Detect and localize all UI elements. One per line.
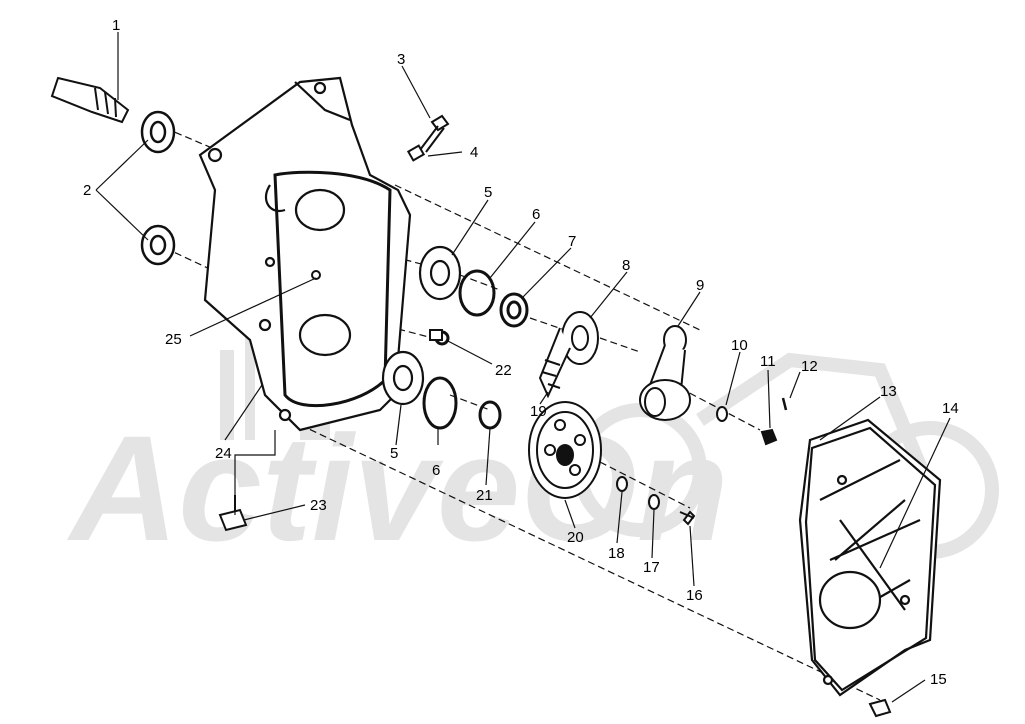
large-sprocket-part xyxy=(528,401,602,499)
callout-10: 10 xyxy=(731,337,748,354)
callout-5-lower: 5 xyxy=(390,445,398,462)
callout-24: 24 xyxy=(215,445,232,462)
callout-14: 14 xyxy=(942,400,959,417)
callout-2: 2 xyxy=(83,182,91,199)
bolt-and-nut-parts xyxy=(406,114,450,162)
seal-parts xyxy=(140,110,176,266)
callout-9: 9 xyxy=(696,277,704,294)
callout-23: 23 xyxy=(310,497,327,514)
cover-parts xyxy=(798,418,942,697)
callout-6-lower: 6 xyxy=(432,462,440,479)
bearing-parts xyxy=(381,245,462,406)
callout-6-upper: 6 xyxy=(532,206,540,223)
callout-25: 25 xyxy=(165,331,182,348)
tensioner-part xyxy=(639,325,691,421)
callout-21: 21 xyxy=(476,487,493,504)
callout-19: 19 xyxy=(530,403,547,420)
leader-lines xyxy=(95,32,951,703)
callout-labels: 1 2 3 4 5 6 7 8 9 10 11 12 13 14 15 16 1… xyxy=(83,17,959,688)
callout-7: 7 xyxy=(568,233,576,250)
callout-3: 3 xyxy=(397,51,405,68)
callout-11: 11 xyxy=(760,353,776,370)
callout-1: 1 xyxy=(112,17,120,34)
callout-13: 13 xyxy=(880,383,897,400)
chaincase-housing xyxy=(198,76,412,432)
callout-5-upper: 5 xyxy=(484,184,492,201)
callout-17: 17 xyxy=(643,559,660,576)
callout-12: 12 xyxy=(801,358,818,375)
shaft-part xyxy=(50,76,130,124)
watermark-text: ActiveOn xyxy=(66,404,729,572)
callout-18: 18 xyxy=(608,545,625,562)
callout-16: 16 xyxy=(686,587,703,604)
sprocket-and-chain-parts xyxy=(538,311,599,399)
callout-8: 8 xyxy=(622,257,630,274)
callout-22: 22 xyxy=(495,362,512,379)
small-fastener-parts xyxy=(218,270,892,718)
callout-20: 20 xyxy=(567,529,584,546)
callout-4: 4 xyxy=(470,144,478,161)
callout-15: 15 xyxy=(930,671,947,688)
